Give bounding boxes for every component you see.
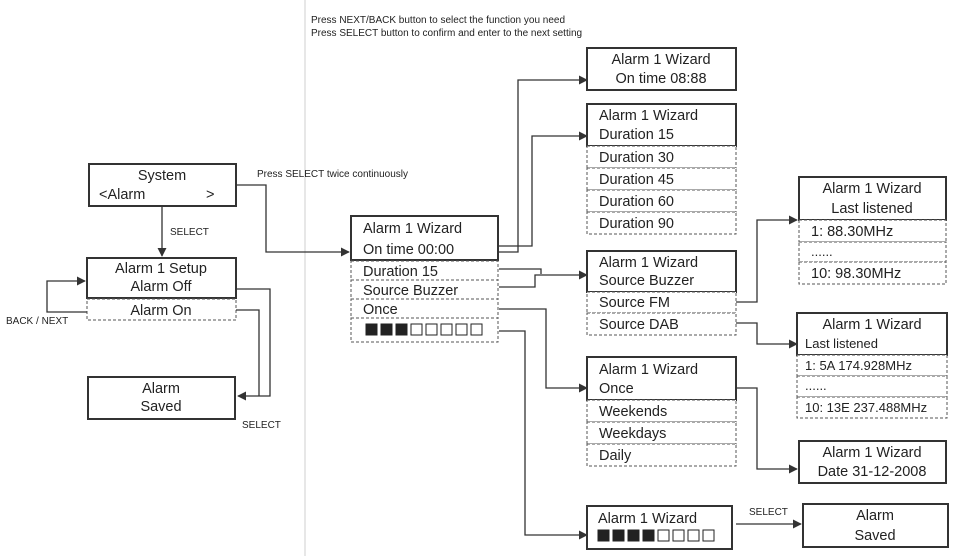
date-box-title: Alarm 1 Wizard [822, 445, 921, 461]
fm-station-row: ...... [811, 244, 833, 259]
dab-box-title: Alarm 1 Wizard [822, 317, 921, 333]
select-label-top: SELECT [170, 227, 209, 238]
progress-step-pending [672, 529, 685, 542]
progress-step-done [642, 529, 655, 542]
main-wizard-duration: Duration 15 [363, 264, 438, 280]
duration-option: Duration 90 [599, 216, 674, 232]
alarm-saved-box: Alarm Saved [87, 376, 236, 420]
source-option-fm: Source FM [599, 295, 670, 311]
main-wizard-source: Source Buzzer [363, 283, 458, 299]
duration-option: Duration 45 [599, 172, 674, 188]
repeat-option: Daily [599, 448, 632, 464]
progress-step-done [395, 323, 408, 336]
duration-box: Alarm 1 Wizard Duration 15 Duration 30 D… [586, 103, 737, 235]
final-saved-line2: Saved [854, 528, 895, 544]
fm-last-listened-box: Alarm 1 Wizard Last listened 1: 88.30MHz… [798, 176, 947, 285]
final-wizard-title: Alarm 1 Wizard [598, 511, 697, 527]
saved-box-line1: Alarm [142, 381, 180, 397]
line-alarm-on-to-saved [236, 309, 260, 396]
instruction-line-1: Press NEXT/BACK button to select the fun… [311, 15, 565, 26]
progress-step-done [597, 529, 610, 542]
progress-step-pending [657, 529, 670, 542]
dab-station-row: 1: 5A 174.928MHz [805, 358, 912, 373]
progress-step-pending [440, 323, 453, 336]
arrow-final [499, 330, 588, 540]
line-duration-link [499, 268, 542, 274]
on-time-box-value: On time 08:88 [615, 71, 706, 87]
duration-box-selected: Duration 15 [599, 127, 674, 143]
dab-station-row: 10: 13E 237.488MHz [805, 400, 927, 415]
on-time-box-title: Alarm 1 Wizard [611, 52, 710, 68]
duration-box-title: Alarm 1 Wizard [599, 108, 698, 124]
back-next-loop-arrow [46, 276, 87, 313]
alarm-setup-title: Alarm 1 Setup [115, 261, 207, 277]
source-box: Alarm 1 Wizard Source Buzzer Source FM S… [586, 250, 737, 336]
progress-step-pending [702, 529, 715, 542]
arrow-setup-to-saved [236, 288, 271, 401]
date-box: Alarm 1 Wizard Date 31-12-2008 [798, 440, 947, 484]
repeat-box: Alarm 1 Wizard Once Weekends Weekdays Da… [586, 356, 737, 467]
fm-box-title: Alarm 1 Wizard [822, 181, 921, 197]
repeat-box-selected: Once [599, 381, 634, 397]
press-select-twice-label: Press SELECT twice continuously [257, 169, 408, 180]
progress-step-pending [470, 323, 483, 336]
duration-option: Duration 60 [599, 194, 674, 210]
progress-step-done [380, 323, 393, 336]
source-box-title: Alarm 1 Wizard [599, 255, 698, 271]
arrow-system-to-wizard [236, 184, 350, 257]
progress-step-pending [410, 323, 423, 336]
fm-box-subtitle: Last listened [831, 201, 912, 217]
repeat-option: Weekends [599, 404, 667, 420]
system-box-right-arrow: > [206, 187, 214, 203]
final-saved-box: Alarm Saved [802, 503, 949, 548]
system-box-title: System [138, 168, 186, 184]
final-wizard-box: Alarm 1 Wizard [586, 505, 733, 550]
repeat-option: Weekdays [599, 426, 666, 442]
dab-station-row: ...... [805, 378, 827, 393]
system-box-alarm: <Alarm [99, 187, 145, 203]
repeat-box-title: Alarm 1 Wizard [599, 362, 698, 378]
fm-station-row: 1: 88.30MHz [811, 224, 893, 240]
final-wizard-progress-bar [597, 529, 715, 542]
source-box-selected: Source Buzzer [599, 273, 694, 289]
arrow-duration [499, 131, 588, 247]
main-wizard-repeat: Once [363, 302, 398, 318]
alarm-setup-box: Alarm 1 Setup Alarm Off Alarm On [86, 257, 237, 321]
progress-step-pending [455, 323, 468, 336]
duration-option: Duration 30 [599, 150, 674, 166]
arrow-source [499, 270, 588, 288]
main-wizard-progress-bar [365, 323, 483, 336]
on-time-box: Alarm 1 Wizard On time 08:88 [586, 47, 737, 91]
progress-step-done [627, 529, 640, 542]
main-wizard-on-time: On time 00:00 [363, 242, 454, 258]
system-box: System <Alarm > [88, 163, 237, 207]
back-next-label: BACK / NEXT [6, 316, 68, 327]
progress-step-pending [425, 323, 438, 336]
progress-step-done [612, 529, 625, 542]
date-box-value: Date 31-12-2008 [818, 464, 927, 480]
dab-last-listened-box: Alarm 1 Wizard Last listened 1: 5A 174.9… [796, 312, 948, 419]
source-option-dab: Source DAB [599, 317, 679, 333]
final-saved-line1: Alarm [856, 508, 894, 524]
dab-box-subtitle: Last listened [805, 336, 878, 351]
alarm-on-option: Alarm On [130, 303, 191, 319]
arrow-on-time [499, 75, 588, 253]
instruction-line-2: Press SELECT button to confirm and enter… [311, 28, 582, 39]
arrow-repeat [499, 308, 588, 393]
progress-step-done [365, 323, 378, 336]
main-wizard-box: Alarm 1 Wizard On time 00:00 Duration 15… [350, 215, 499, 343]
progress-step-pending [687, 529, 700, 542]
main-wizard-title: Alarm 1 Wizard [363, 221, 462, 237]
saved-box-line2: Saved [140, 399, 181, 415]
arrow-source-fm [736, 215, 798, 303]
alarm-off-option: Alarm Off [131, 279, 193, 295]
fm-station-row: 10: 98.30MHz [811, 266, 901, 282]
select-label-final: SELECT [749, 507, 788, 518]
arrow-repeat-to-date [736, 387, 798, 474]
arrow-source-dab [736, 322, 798, 349]
select-label-bottom: SELECT [242, 420, 281, 431]
